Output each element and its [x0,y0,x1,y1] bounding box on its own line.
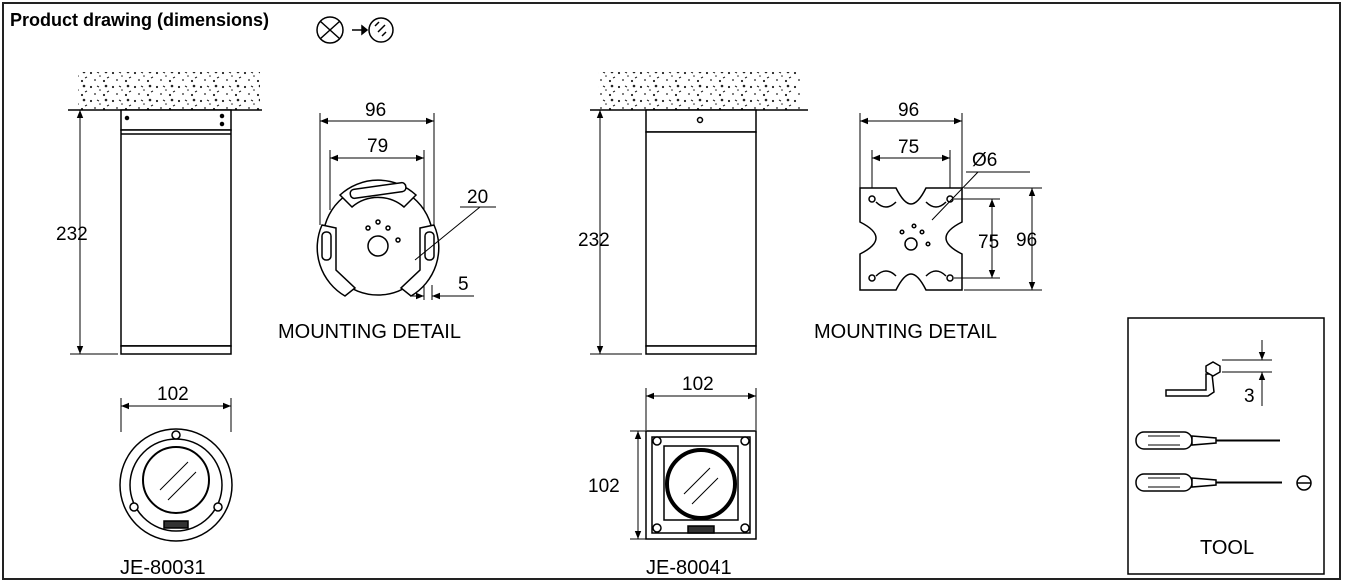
left-mount-outer-dimension [319,113,435,225]
left-ceiling [68,72,262,111]
left-mount-label: MOUNTING DETAIL [278,321,461,343]
page-title: Product drawing (dimensions) [10,10,270,30]
left-slot-width-label: 20 [467,187,488,208]
tool-label: TOOL [1200,537,1254,559]
hex-key-icon [1165,361,1221,397]
right-mounting-plate [859,187,963,291]
right-model-label: JE-80041 [646,557,732,579]
right-hole-label: Ø6 [972,150,997,171]
left-model-label: JE-80031 [120,557,206,579]
left-product-side-view [120,109,232,355]
right-product-front-view [645,430,757,540]
left-diameter-label: 102 [157,384,189,405]
phillips-screwdriver-icon [1135,431,1280,450]
lamp-swap-icon [316,16,394,44]
left-width-dimension [120,398,232,432]
right-mount-label: MOUNTING DETAIL [814,321,997,343]
right-mount-side-dimensions [954,187,1042,291]
right-mount-outer-label: 96 [898,100,919,121]
right-mount-side-inner-label: 75 [978,232,999,253]
left-height-dimension [70,110,118,355]
hex-size-label: 3 [1244,386,1255,407]
right-height-dimension [590,110,642,355]
right-mount-outer-dimension [859,113,963,190]
right-product-side-view [645,109,757,355]
hex-size-dimension [1222,340,1272,406]
left-mount-outer-label: 96 [365,100,386,121]
left-product-front-view [119,428,233,542]
right-hole-dimension [931,171,1030,221]
right-ceiling [590,72,808,111]
left-slot-dimension [410,206,496,300]
left-mounting-plate [316,179,440,297]
left-mount-inner-label: 79 [367,136,388,157]
flat-screwdriver-icon [1135,473,1312,492]
left-height-label: 232 [56,224,88,245]
right-height-label: 232 [578,230,610,251]
right-mount-side-outer-label: 96 [1016,230,1037,251]
right-mount-inner-label: 75 [898,137,919,158]
right-width-dimension [645,388,757,430]
right-depth-label: 102 [588,476,620,497]
right-width-label: 102 [682,374,714,395]
left-slot-offset-label: 5 [458,274,469,295]
right-depth-dimension [630,430,646,540]
